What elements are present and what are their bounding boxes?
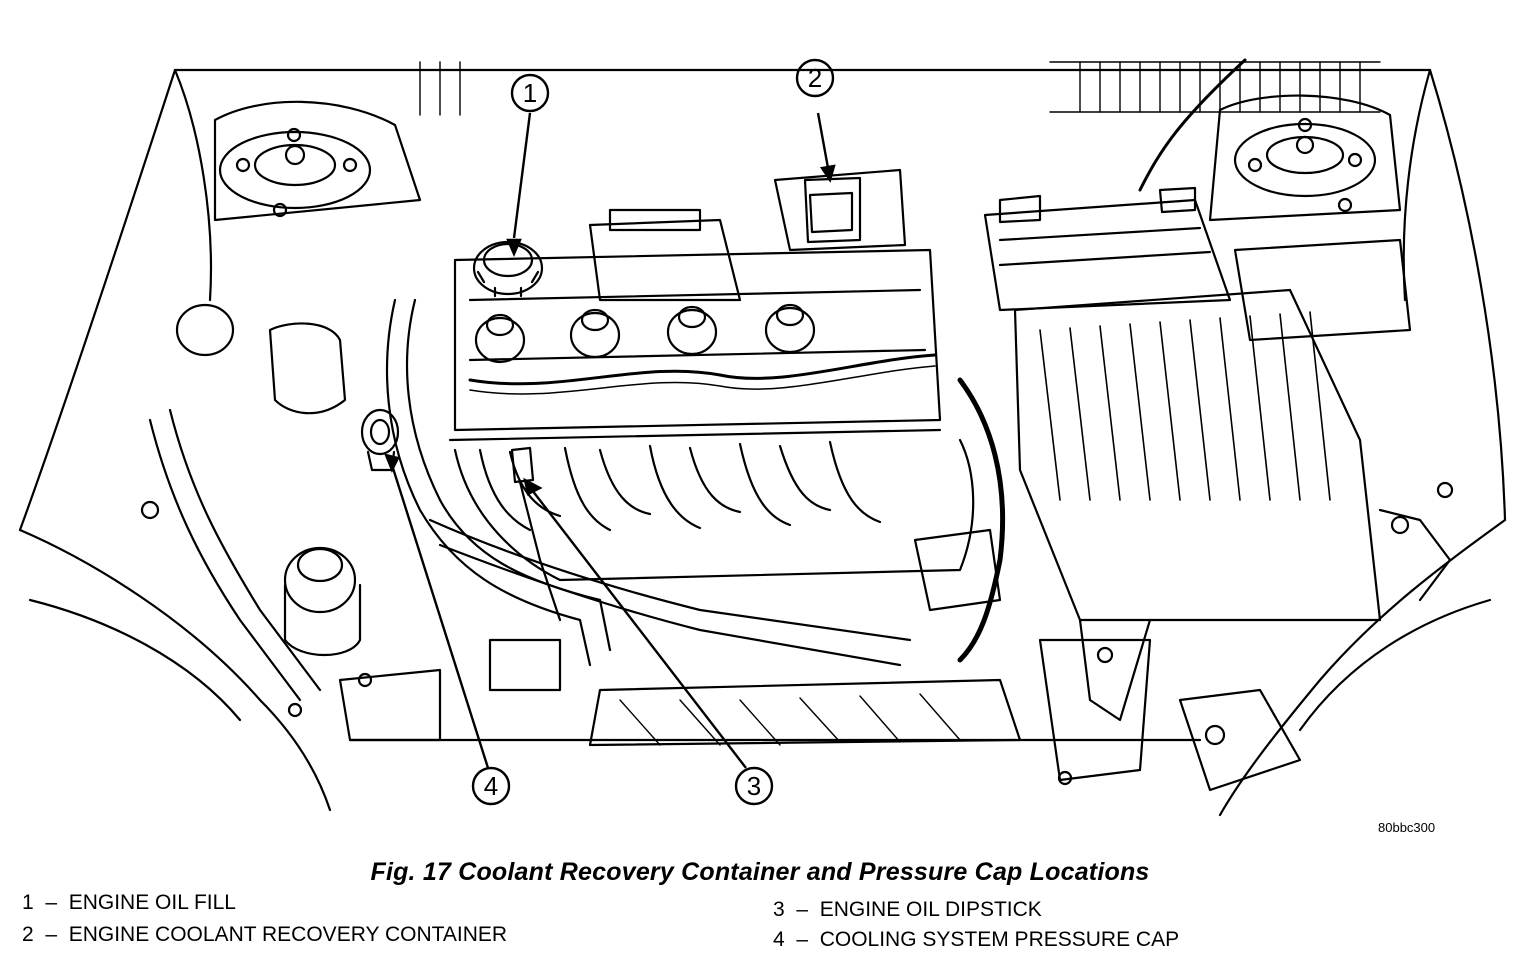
cowl-vents: [419, 61, 1381, 116]
left-side-components: [140, 303, 442, 742]
engine-oil-fill-cap: [472, 240, 544, 298]
callout-3-label: 3: [747, 771, 761, 801]
callout-3-circle: [734, 766, 774, 806]
callout-1-circle: [510, 73, 550, 113]
leader-4: [390, 464, 490, 769]
radiator-hoses: [385, 298, 912, 667]
engine-block: [453, 208, 942, 432]
battery: [983, 186, 1232, 312]
right-side-components: [957, 58, 1454, 792]
legend-item-1: 1 – ENGINE OIL FILL: [22, 891, 236, 914]
right-strut-tower: [1208, 94, 1402, 222]
callout-2-label: 2: [808, 63, 822, 93]
radiator-support: [348, 528, 1202, 747]
legend-item-2: 2 – ENGINE COOLANT RECOVERY CONTAINER: [22, 923, 508, 946]
figure-caption: Fig. 17 Coolant Recovery Container and P…: [370, 858, 1150, 886]
callout-4-circle: [471, 766, 511, 806]
intake-manifold: [448, 428, 975, 582]
engine-oil-dipstick: [510, 446, 562, 622]
leader-1: [512, 112, 532, 239]
callout-4-label: 4: [484, 771, 498, 801]
legend-item-4: 4 – COOLING SYSTEM PRESSURE CAP: [773, 928, 1180, 951]
coolant-recovery-container: [773, 168, 907, 252]
callout-2-circle: [795, 58, 835, 98]
leader-2: [816, 112, 830, 169]
callout-1-label: 1: [523, 78, 537, 108]
air-cleaner-housing: [1013, 238, 1412, 722]
leader-3: [531, 489, 747, 769]
cooling-system-pressure-cap: [360, 408, 400, 472]
legend-item-3: 3 – ENGINE OIL DIPSTICK: [773, 898, 1042, 921]
left-strut-tower: [213, 100, 422, 222]
body-outline: [18, 68, 1507, 817]
engine-compartment-illustration: 1 2 3 4: [18, 58, 1507, 817]
figure-reference-code: 80bbc300: [1378, 820, 1436, 835]
